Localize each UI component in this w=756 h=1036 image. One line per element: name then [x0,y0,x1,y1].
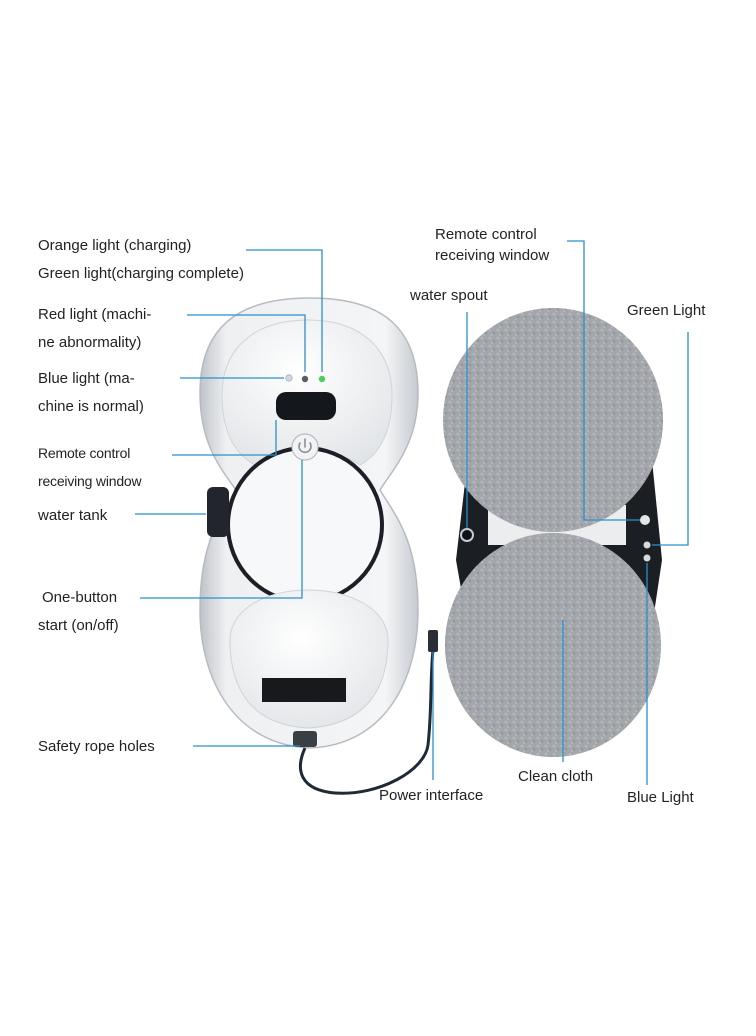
back-blue-light [643,554,651,562]
label-green-light: Green Light [627,302,706,319]
leader-one-button [140,460,303,599]
back-green-light [643,541,651,549]
led-green [318,375,326,383]
label-power-interface: Power interface [379,787,484,804]
water-tank [207,487,229,537]
label-blue-light-line1: Blue light (ma- [38,370,135,387]
leader-remote-back [567,240,640,521]
label-remote-front-line1: Remote control [38,445,131,461]
power-icon[interactable] [291,433,319,461]
label-blue-light: Blue Light [627,789,694,806]
water-spout [460,528,474,542]
clean-cloth-top [443,308,663,532]
label-remote-back-line2: receiving window [435,247,550,264]
leader-remote-front [172,420,277,456]
label-red-light-line2: ne abnormality) [38,334,142,351]
label-water-spout: water spout [410,287,488,304]
robot-back [443,308,663,757]
led-blue [285,374,293,382]
label-safety-rope: Safety rope holes [38,738,155,755]
safety-rope-holder [293,731,317,747]
remote-window-back [640,515,650,525]
leader-lines [135,240,689,785]
label-remote-front-line2: receiving window [38,473,142,489]
label-orange-light: Orange light (charging) [38,237,192,254]
label-water-tank: water tank [38,507,108,524]
remote-window-front [276,392,336,420]
label-clean-cloth: Clean cloth [518,768,594,785]
label-remote-back-line1: Remote control [435,226,537,243]
power-plug [428,630,438,652]
leader-red [187,314,306,372]
label-red-light-line1: Red light (machi- [38,306,152,323]
label-blue-light-line2: chine is normal) [38,398,144,415]
middle-ring [226,446,384,604]
label-one-button-line1: One-button [42,589,118,606]
power-cable [299,649,435,795]
label-green-light-charging: Green light(charging complete) [38,265,244,282]
led-red [301,375,309,383]
leader-green-back [652,332,689,546]
leader-orange-green [246,249,323,372]
front-bottom-plate [229,589,389,729]
product-label-sticker [262,678,346,702]
robot-front [199,297,438,795]
label-one-button-line2: start (on/off) [38,617,119,634]
clean-cloth-bottom [445,533,661,757]
